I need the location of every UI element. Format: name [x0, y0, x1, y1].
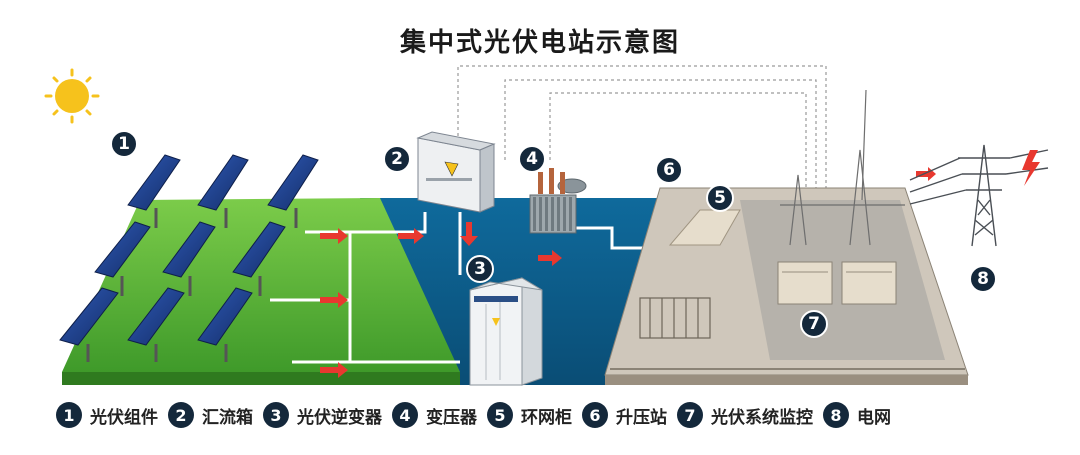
inverter-cabinet-icon: [469, 277, 543, 386]
badge-ring-main-unit: 5: [706, 184, 734, 212]
badge-transformer: 4: [518, 145, 546, 173]
legend-item-pv-modules: 1 光伏组件: [56, 402, 158, 428]
legend-item-ring-main-unit: 5 环网柜: [487, 402, 572, 428]
legend-number: 5: [487, 402, 513, 428]
legend-label: 环网柜: [521, 407, 572, 428]
legend-number: 6: [582, 402, 608, 428]
legend-label: 变压器: [426, 407, 477, 428]
legend-item-transformer: 4 变压器: [392, 402, 477, 428]
legend-label: 光伏组件: [90, 407, 158, 428]
legend-item-inverter: 3 光伏逆变器: [263, 402, 382, 428]
legend-item-step-up-station: 6 升压站: [582, 402, 667, 428]
legend-number: 8: [823, 402, 849, 428]
legend-number: 7: [677, 402, 703, 428]
monitor-lines: [457, 65, 827, 198]
badge-inverter: 3: [466, 255, 494, 283]
legend-number: 1: [56, 402, 82, 428]
legend-item-monitoring: 7 光伏系统监控: [677, 402, 813, 428]
substation-icon: [604, 89, 969, 385]
legend-label: 电网: [857, 407, 891, 428]
legend-label: 光伏逆变器: [297, 407, 382, 428]
legend-number: 2: [168, 402, 194, 428]
badge-step-up-station: 6: [655, 156, 683, 184]
legend-item-grid: 8 电网: [823, 402, 891, 428]
legend-label: 汇流箱: [202, 407, 253, 428]
page-title: 集中式光伏电站示意图: [399, 28, 680, 58]
legend-label: 光伏系统监控: [711, 407, 813, 428]
legend-number: 3: [263, 402, 289, 428]
lightning-icon: [1022, 150, 1040, 186]
solar-panel-icon: [59, 154, 319, 362]
transmission-tower-icon: [909, 144, 1049, 247]
legend-item-combiner-box: 2 汇流箱: [168, 402, 253, 428]
sun-icon: [44, 68, 100, 124]
badge-combiner-box: 2: [383, 145, 411, 173]
legend: 1 光伏组件 2 汇流箱 3 光伏逆变器 4 变压器 5 环网柜 6 升压站 7…: [56, 398, 901, 432]
badge-pv-modules: 1: [110, 130, 138, 158]
badge-grid: 8: [969, 265, 997, 293]
legend-number: 4: [392, 402, 418, 428]
transformer-icon: [529, 168, 587, 234]
legend-label: 升压站: [616, 407, 667, 428]
badge-monitoring: 7: [800, 310, 828, 338]
combiner-box-icon: [416, 131, 496, 213]
